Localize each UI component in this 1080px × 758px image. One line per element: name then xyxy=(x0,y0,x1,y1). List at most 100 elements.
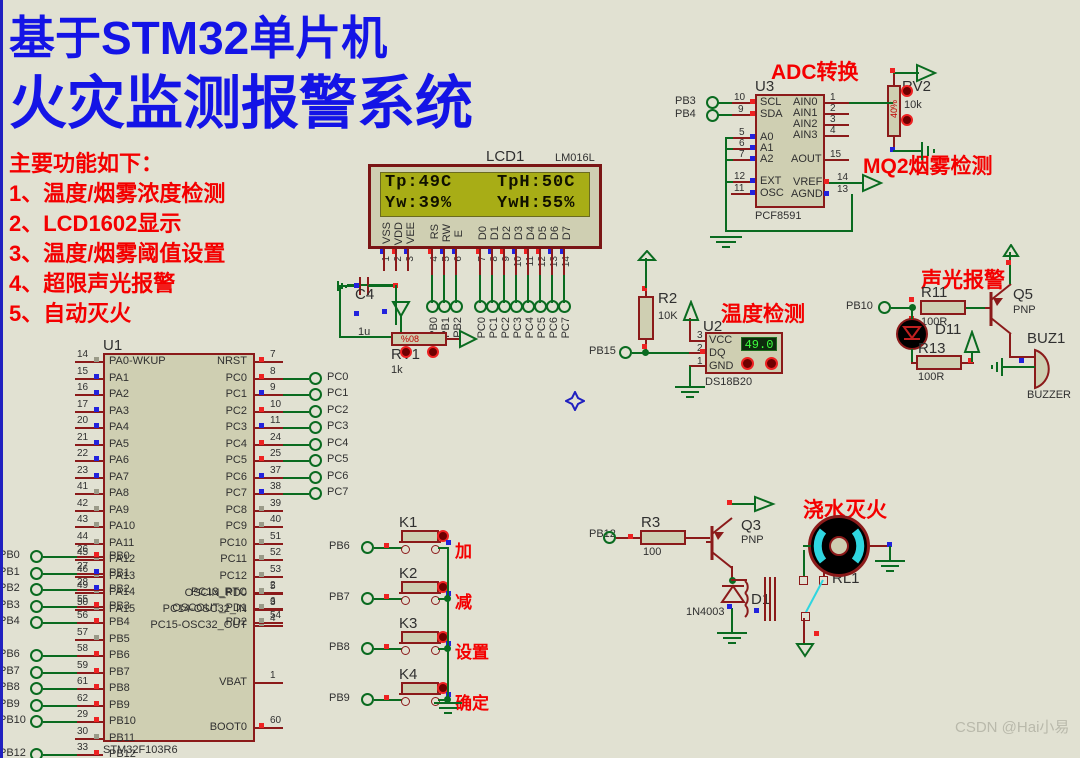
button-terminal-pb7[interactable] xyxy=(361,591,374,605)
u1-marker-pb11 xyxy=(94,733,99,739)
u1-terminal-pb6[interactable] xyxy=(30,649,43,662)
q5-transistor-symbol[interactable] xyxy=(985,278,1027,340)
r11-value: 100R xyxy=(921,316,948,328)
u1-terminal-pc0[interactable] xyxy=(309,371,322,385)
lcd-net-pc1: PC1 xyxy=(488,317,500,339)
r13-ref: R13 xyxy=(918,340,946,357)
u1-marker-pa0-wkup xyxy=(94,357,99,362)
u1-marker-pa2 xyxy=(94,390,99,395)
button-terminal-pb8[interactable] xyxy=(361,642,374,655)
u1-terminal-pc2[interactable] xyxy=(309,404,322,418)
u1-terminal-pb8[interactable] xyxy=(30,682,43,695)
u1-pin-pa7: PA7 xyxy=(109,470,129,483)
u1-terminal-pc7[interactable] xyxy=(309,487,322,500)
r13-body[interactable] xyxy=(916,355,962,370)
lcd-terminal-pc7[interactable] xyxy=(558,300,571,313)
rv1-body[interactable] xyxy=(391,332,447,346)
u1-pinnum-pa15: 50 xyxy=(77,596,89,608)
button-wire-right-k4 xyxy=(438,698,449,701)
water-terminal-pb12[interactable] xyxy=(603,531,616,544)
u1-terminal-pb9[interactable] xyxy=(30,698,43,712)
u1-pin-pa8: PA8 xyxy=(109,487,129,499)
r3-ref: R3 xyxy=(641,514,661,531)
u1-pin-pa3: PA3 xyxy=(109,404,129,417)
lcd-pin-d4: D4 xyxy=(525,226,537,241)
u1-pinnum-right-3: 3 xyxy=(270,596,276,608)
u1-terminal-pc4[interactable] xyxy=(309,437,322,451)
u3-marker-osc xyxy=(750,190,755,195)
u1-terminal-pb0[interactable] xyxy=(30,550,43,563)
u1-terminal-pc1[interactable] xyxy=(309,388,322,401)
button-terminal-pb6[interactable] xyxy=(361,541,374,554)
u1-body[interactable] xyxy=(103,353,255,742)
u3-gndbus-agnd-v xyxy=(851,194,853,232)
u1-netlabel-pc6: PC6 xyxy=(327,469,349,482)
feature-item-4: 4、超限声光报警 xyxy=(9,271,176,296)
button-knob-marker-k1 xyxy=(446,540,451,545)
u1-terminal-pb2[interactable] xyxy=(30,583,43,596)
q3-transistor-symbol[interactable] xyxy=(706,512,750,574)
u1-pinnum-right-11: 11 xyxy=(270,415,281,426)
u1-pinnum-pa12: 45 xyxy=(77,547,89,558)
u1-terminal-pc5[interactable] xyxy=(309,454,322,467)
rv1-knob-b[interactable] xyxy=(427,346,439,358)
u3-pinnum-vref: 14 xyxy=(837,172,849,183)
d1-diode-symbol[interactable] xyxy=(719,580,747,614)
u1-pinnum-pa0-wkup: 14 xyxy=(77,349,89,360)
lcd-wire-8 xyxy=(491,275,493,303)
water-node-r3 xyxy=(628,534,633,539)
rv2-top-h xyxy=(893,72,919,74)
u3-body[interactable] xyxy=(755,94,825,208)
u1-netlabel-pb7: PB7 xyxy=(0,664,20,677)
u1-terminal-pb7[interactable] xyxy=(30,665,43,679)
u3-marker-agnd xyxy=(824,191,829,196)
rl1-switch-blade[interactable] xyxy=(795,578,831,620)
u3-marker-scl xyxy=(750,99,755,104)
lcd-terminal-pb2[interactable] xyxy=(450,300,463,313)
u1-marker-pb3 xyxy=(94,601,99,607)
u1-terminal-pb4[interactable] xyxy=(30,616,43,629)
u2-down-button[interactable] xyxy=(741,357,754,370)
u1-terminal-pb1[interactable] xyxy=(30,566,43,580)
u1-lead-pa1 xyxy=(75,377,103,380)
alarm-terminal-pb10[interactable] xyxy=(878,301,891,314)
q5-ref: Q5 xyxy=(1013,286,1034,303)
button-press-knob-k1[interactable] xyxy=(437,530,449,542)
u1-terminal-pb3[interactable] xyxy=(30,599,43,613)
rv2-knob-up[interactable] xyxy=(901,85,913,97)
u1-pinnum-pb2: 28 xyxy=(77,577,89,588)
button-terminal-pb9[interactable] xyxy=(361,692,374,706)
u1-pinnum-pb11: 30 xyxy=(77,725,89,737)
u1-marker-pb9 xyxy=(94,700,99,706)
button-contact-right-k4 xyxy=(431,696,440,706)
r11-body[interactable] xyxy=(920,300,966,315)
u1-marker-pb10 xyxy=(94,717,99,722)
lcd-pin-marker-14 xyxy=(560,249,565,254)
u1-terminal-pb10[interactable] xyxy=(30,715,43,728)
u1-terminal-pb12[interactable] xyxy=(30,748,43,758)
u1-lead-pa6 xyxy=(75,460,103,462)
buz1-gnd-h xyxy=(1001,366,1011,368)
u1-marker-pa6 xyxy=(94,456,99,461)
r3-body[interactable] xyxy=(640,530,686,545)
rv2-knob-down[interactable] xyxy=(901,114,913,126)
ds-terminal-pb15[interactable] xyxy=(619,346,632,359)
u1-pin-pa4: PA4 xyxy=(109,421,129,433)
c4-plate-1 xyxy=(359,277,361,295)
u1-lead-right-37 xyxy=(255,476,283,479)
u1-pinnum-pa10: 43 xyxy=(77,514,89,525)
u1-pin-pb4: PB4 xyxy=(109,616,130,628)
buz1-buzzer-symbol[interactable] xyxy=(1031,348,1065,390)
u1-pinnum-pb6: 58 xyxy=(77,643,89,654)
u1-marker-pb12 xyxy=(94,750,99,755)
u1-pinnum-pa11: 44 xyxy=(77,530,89,542)
u1-pinnum-misc-1: 1 xyxy=(270,670,276,681)
u1-terminal-pc3[interactable] xyxy=(309,421,322,434)
relay-coil-symbol xyxy=(744,577,776,621)
u1-terminal-pc6[interactable] xyxy=(309,470,322,484)
u1-lead-right-40 xyxy=(255,526,283,528)
rv1-knob-a[interactable] xyxy=(400,346,412,358)
u2-up-button[interactable] xyxy=(765,357,778,370)
r2-body[interactable] xyxy=(638,296,654,340)
